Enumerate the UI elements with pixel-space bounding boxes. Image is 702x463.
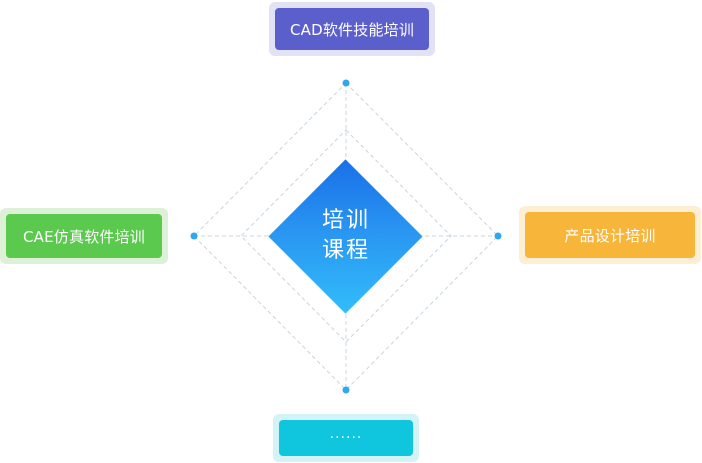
middle-rhombus xyxy=(240,129,452,343)
more-tag-frame: ······ xyxy=(273,414,419,462)
center-label: 培训 课程 xyxy=(296,206,396,270)
outer-rhombus xyxy=(193,82,499,391)
cad-training-tag-frame: CAD软件技能培训 xyxy=(269,2,435,56)
left-node-dot xyxy=(190,232,198,240)
right-node-dot xyxy=(494,232,502,240)
cae-training-tag[interactable]: CAE仿真软件培训 xyxy=(6,214,162,258)
cae-training-tag-frame: CAE仿真软件培训 xyxy=(0,208,168,264)
center-label-line2: 课程 xyxy=(321,238,370,263)
center-label-line1: 培训 xyxy=(321,208,370,233)
cad-training-tag[interactable]: CAD软件技能培训 xyxy=(275,8,429,50)
more-tag[interactable]: ······ xyxy=(279,420,413,456)
product-design-training-tag-frame: 产品设计培训 xyxy=(519,206,701,264)
product-design-training-tag[interactable]: 产品设计培训 xyxy=(525,212,695,258)
bottom-node-dot xyxy=(342,386,350,394)
top-node-dot xyxy=(342,79,350,87)
